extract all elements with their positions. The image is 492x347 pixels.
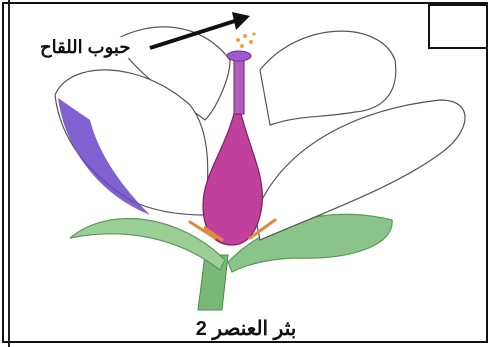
pollen-arrow-head <box>232 12 250 30</box>
pistil-ovary <box>203 110 262 245</box>
pollen-label: حبوب اللقاح <box>38 37 132 58</box>
diagram-caption: بثر العنصر 2 <box>0 316 492 341</box>
left-leaf <box>70 219 225 270</box>
pistil-style <box>234 58 244 114</box>
pistil-stigma <box>227 51 251 61</box>
back-right-petal <box>260 31 396 125</box>
pollen-grains <box>236 32 256 48</box>
